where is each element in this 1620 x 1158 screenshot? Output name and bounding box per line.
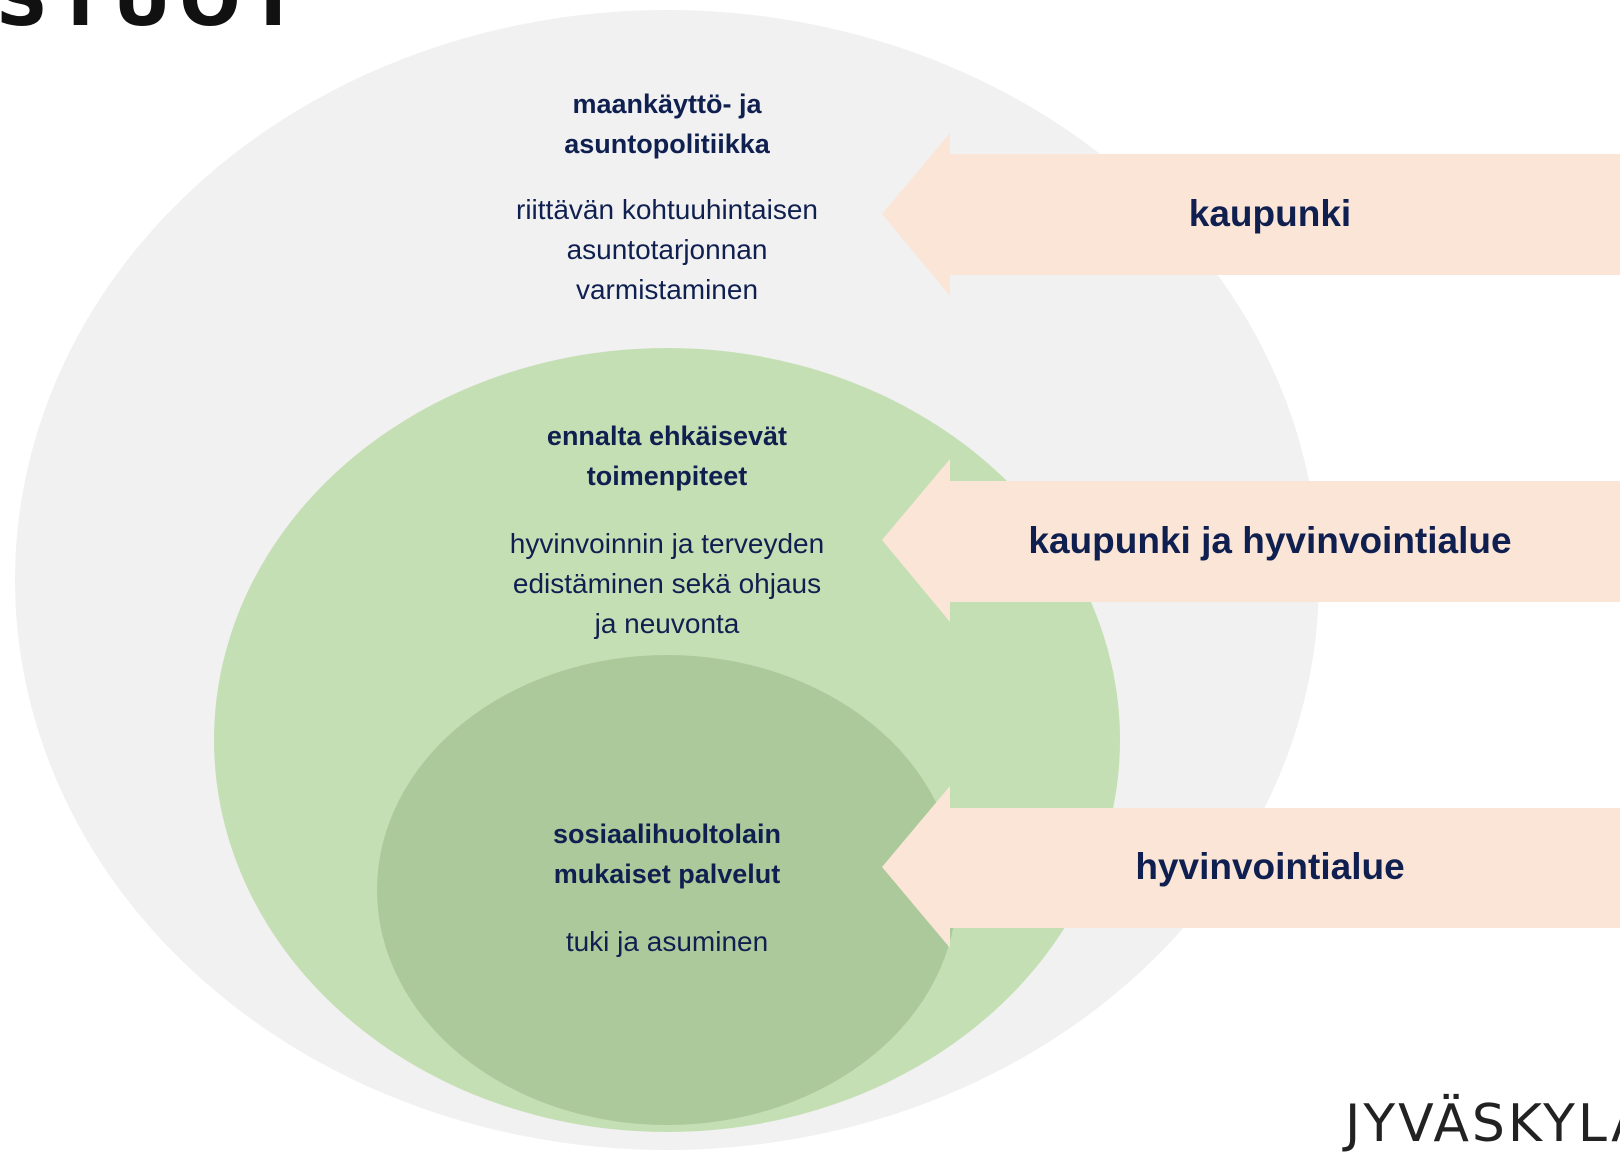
inner-ellipse (377, 655, 957, 1125)
inner-heading: sosiaalihuoltolain mukaiset palvelut (552, 819, 782, 889)
inner-block: sosiaalihuoltolain mukaiset palvelut tuk… (467, 814, 867, 962)
middle-body: hyvinvoinnin ja terveyden edistäminen se… (509, 528, 825, 639)
outer-heading: maankäyttö- ja asuntopolitiikka (564, 89, 770, 159)
outer-block: maankäyttö- ja asuntopolitiikka riittävä… (467, 84, 867, 310)
outer-body: riittävän kohtuuhintaisen asuntotarjonna… (516, 194, 818, 305)
arrow-kaupunki (882, 133, 1620, 296)
jyvaskyla-logo: JYVÄSKYLÄ (1345, 1094, 1620, 1154)
slide-heading: STUOT (0, 0, 306, 42)
middle-heading: ennalta ehkäisevät toimenpiteet (546, 421, 788, 491)
arrow-kaupunki-ja-hyvinvointialue (882, 459, 1620, 622)
arrow-label-kaupunki: kaupunki (1188, 193, 1352, 234)
arrow-label-hyvinvointialue: hyvinvointialue (1135, 846, 1405, 887)
arrow-hyvinvointialue (882, 786, 1620, 948)
middle-block: ennalta ehkäisevät toimenpiteet hyvinvoi… (467, 416, 867, 644)
arrow-label-kaupunki-ja-hyvinvointialue: kaupunki ja hyvinvointialue (1028, 520, 1512, 561)
inner-body: tuki ja asuminen (565, 926, 769, 957)
